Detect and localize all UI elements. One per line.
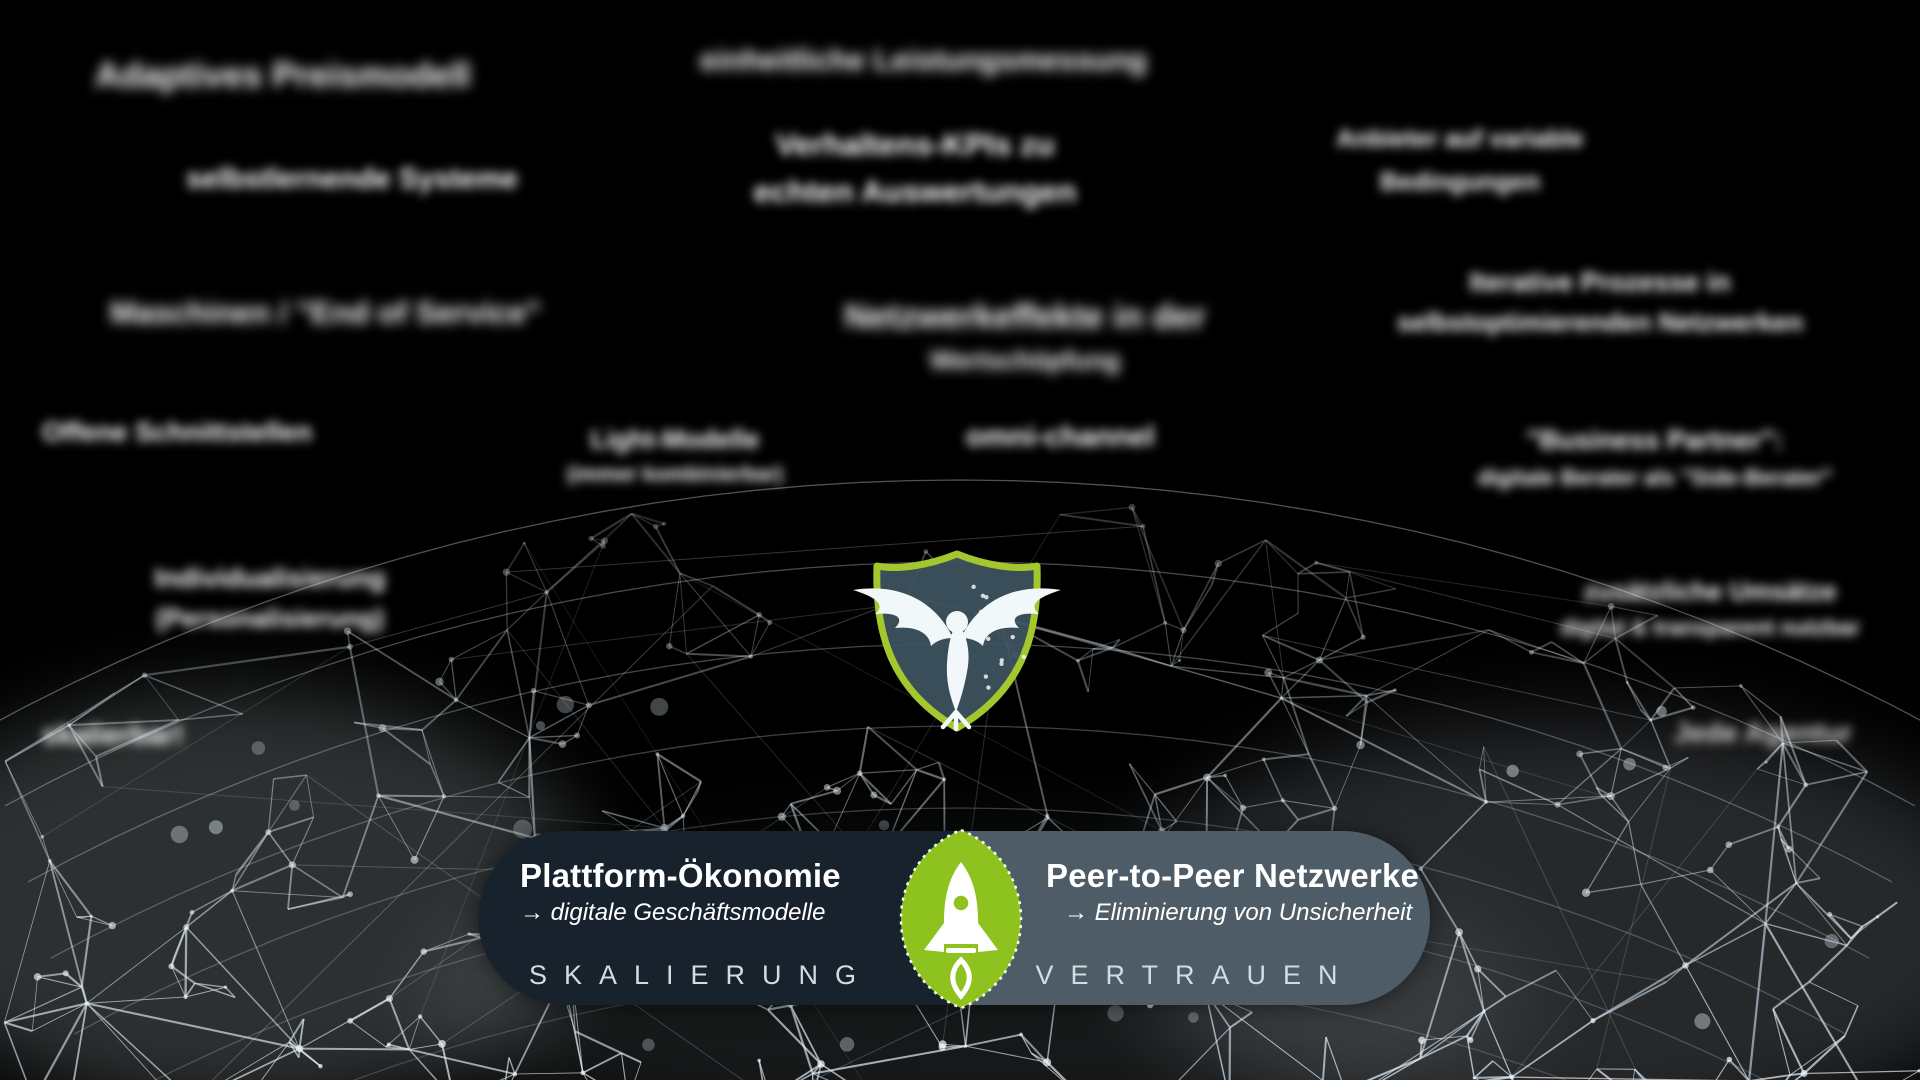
label-iterative-processes: Iterative Prozesse in selbstoptimierende…	[1350, 262, 1850, 342]
label-performance-billing: einheitliche Leistungsmessung	[700, 44, 1147, 77]
banner: Plattform-Ökonomie → digitale Geschäftsm…	[478, 831, 1430, 1005]
label-omni-channel: omni-channel	[966, 421, 1155, 453]
rocket-icon	[924, 862, 998, 1000]
falcon-icon	[853, 588, 1061, 732]
label-every-agency: Jede Agentur	[1674, 717, 1852, 748]
label-network-effects: Netzwerkeffekte in der Wertschöpfung	[800, 293, 1250, 380]
peer-to-peer-subtitle: → Eliminierung von Unsicherheit	[1064, 899, 1413, 926]
label-line: Netzwerkeffekte in der	[844, 298, 1206, 336]
banner-left-section: Plattform-Ökonomie → digitale Geschäftsm…	[478, 831, 954, 1005]
label-line: Verhaltens-KPIs zu	[775, 127, 1055, 162]
label-line: (immer kombinierbar)	[567, 463, 783, 486]
label-line: digital & transparent nutzbar	[1560, 615, 1860, 640]
label-line: Individualisierung	[154, 563, 386, 593]
label-line: selbstoptimierenden Netzwerken	[1397, 306, 1803, 337]
label-line: Anbieter auf variable	[1336, 125, 1584, 153]
label-line: Wertschöpfung	[929, 345, 1121, 376]
keyword-vertrauen: VERTRAUEN	[1035, 960, 1355, 990]
label-line: Bedingungen	[1380, 167, 1540, 196]
label-end-of-service: Maschinen / "End of Service"	[110, 295, 541, 330]
banner-left-text: Plattform-Ökonomie → digitale Geschäftsm…	[520, 857, 841, 927]
rocket-badge	[899, 828, 1023, 1010]
label-line: echten Auswertungen	[753, 173, 1077, 209]
label-adaptive-pricing: Adaptives Preismodell	[95, 56, 471, 95]
keyword-skalierung: SKALIERUNG	[528, 960, 874, 990]
label-learning-systems: selbstlernende Systeme	[186, 163, 519, 195]
label-line: Light-Modelle	[590, 424, 760, 454]
label-variable-conditions: Anbieter auf variable Bedingungen	[1295, 118, 1625, 203]
label-line: digitale Berater als "Side-Berater"	[1477, 464, 1833, 490]
label-scalable: skalierbar!	[42, 719, 184, 750]
banner-right-text: Peer-to-Peer Netzwerke → Eliminierung vo…	[1046, 857, 1419, 927]
label-individualization: Individualisierung (Personalisierung)	[95, 558, 445, 638]
peer-to-peer-title: Peer-to-Peer Netzwerke	[1046, 857, 1420, 894]
label-line: "Business Partner":	[1526, 425, 1784, 455]
label-behavior-kpis: Verhaltens-KPIs zu echten Auswertungen	[735, 122, 1095, 215]
platform-economy-title: Plattform-Ökonomie	[520, 857, 841, 894]
label-line: zusätzliche Umsätze	[1583, 576, 1837, 606]
banner-right-section: Peer-to-Peer Netzwerke → Eliminierung vo…	[954, 831, 1430, 1005]
label-line: (Personalisierung)	[155, 602, 385, 633]
platform-economy-subtitle: → digitale Geschäftsmodelle	[520, 899, 826, 926]
label-added-value: zusätzliche Umsätze digital & transparen…	[1510, 572, 1910, 644]
label-line: Iterative Prozesse in	[1469, 267, 1731, 297]
falcon-shield-logo	[853, 550, 1061, 732]
label-light-models: Light-Modelle (immer kombinierbar)	[545, 420, 805, 491]
label-open-interfaces: Offene Schnittstellen	[42, 417, 313, 447]
label-business-partner: "Business Partner": digitale Berater als…	[1440, 420, 1870, 494]
